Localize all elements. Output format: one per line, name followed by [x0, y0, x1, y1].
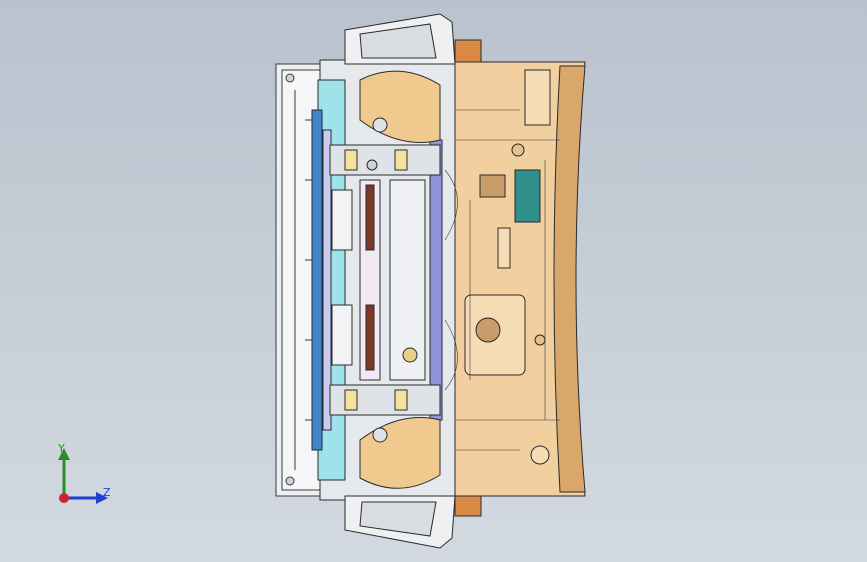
y-axis-label: Y [58, 442, 65, 455]
formed-panel [454, 39, 586, 517]
y-arrow-icon [58, 448, 70, 460]
coordinate-triad: Y Z [48, 440, 118, 510]
z-arrow-icon [96, 492, 108, 504]
center-mechanism [329, 144, 441, 416]
triad-axes [58, 448, 108, 504]
detail-lines [444, 109, 560, 451]
guide-rails [311, 79, 443, 481]
z-axis-label: Z [103, 486, 111, 499]
x-axis-dot-icon [59, 493, 69, 503]
contour-pads [359, 70, 441, 489]
